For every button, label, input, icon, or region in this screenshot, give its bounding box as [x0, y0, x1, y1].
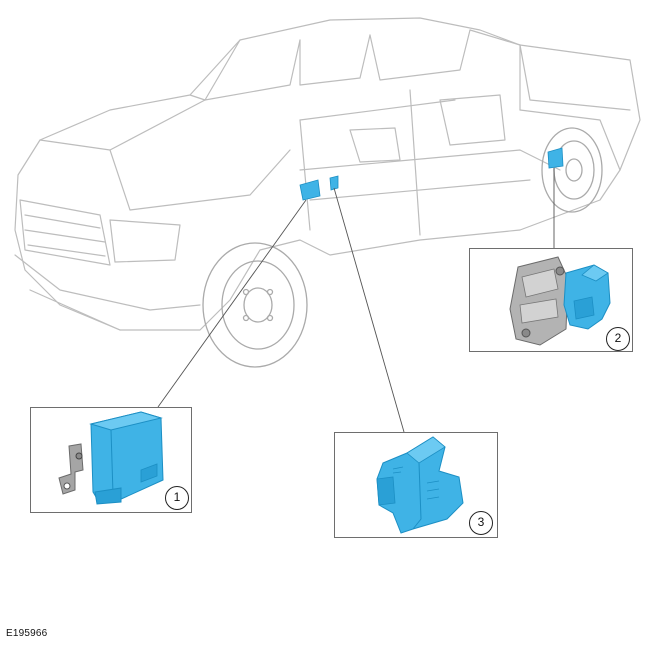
sensor-connector-illustration [376, 436, 464, 534]
leader-line-3 [333, 187, 405, 433]
leader-line-1 [157, 199, 307, 408]
module-location-marker [299, 179, 321, 201]
callout-box-1: 1 [30, 407, 192, 513]
callout-box-3: 3 [334, 432, 498, 538]
module-bracket-illustration [58, 411, 164, 505]
caliper-location-marker [547, 147, 564, 169]
callout-number-1: 1 [165, 486, 189, 510]
brake-caliper-illustration [509, 256, 611, 346]
sensor-location-marker [329, 175, 339, 191]
figure-id-label: E195966 [6, 628, 48, 639]
callout-number-2: 2 [606, 327, 630, 351]
callout-box-2: 2 [469, 248, 633, 352]
callout-number-3: 3 [469, 511, 493, 535]
